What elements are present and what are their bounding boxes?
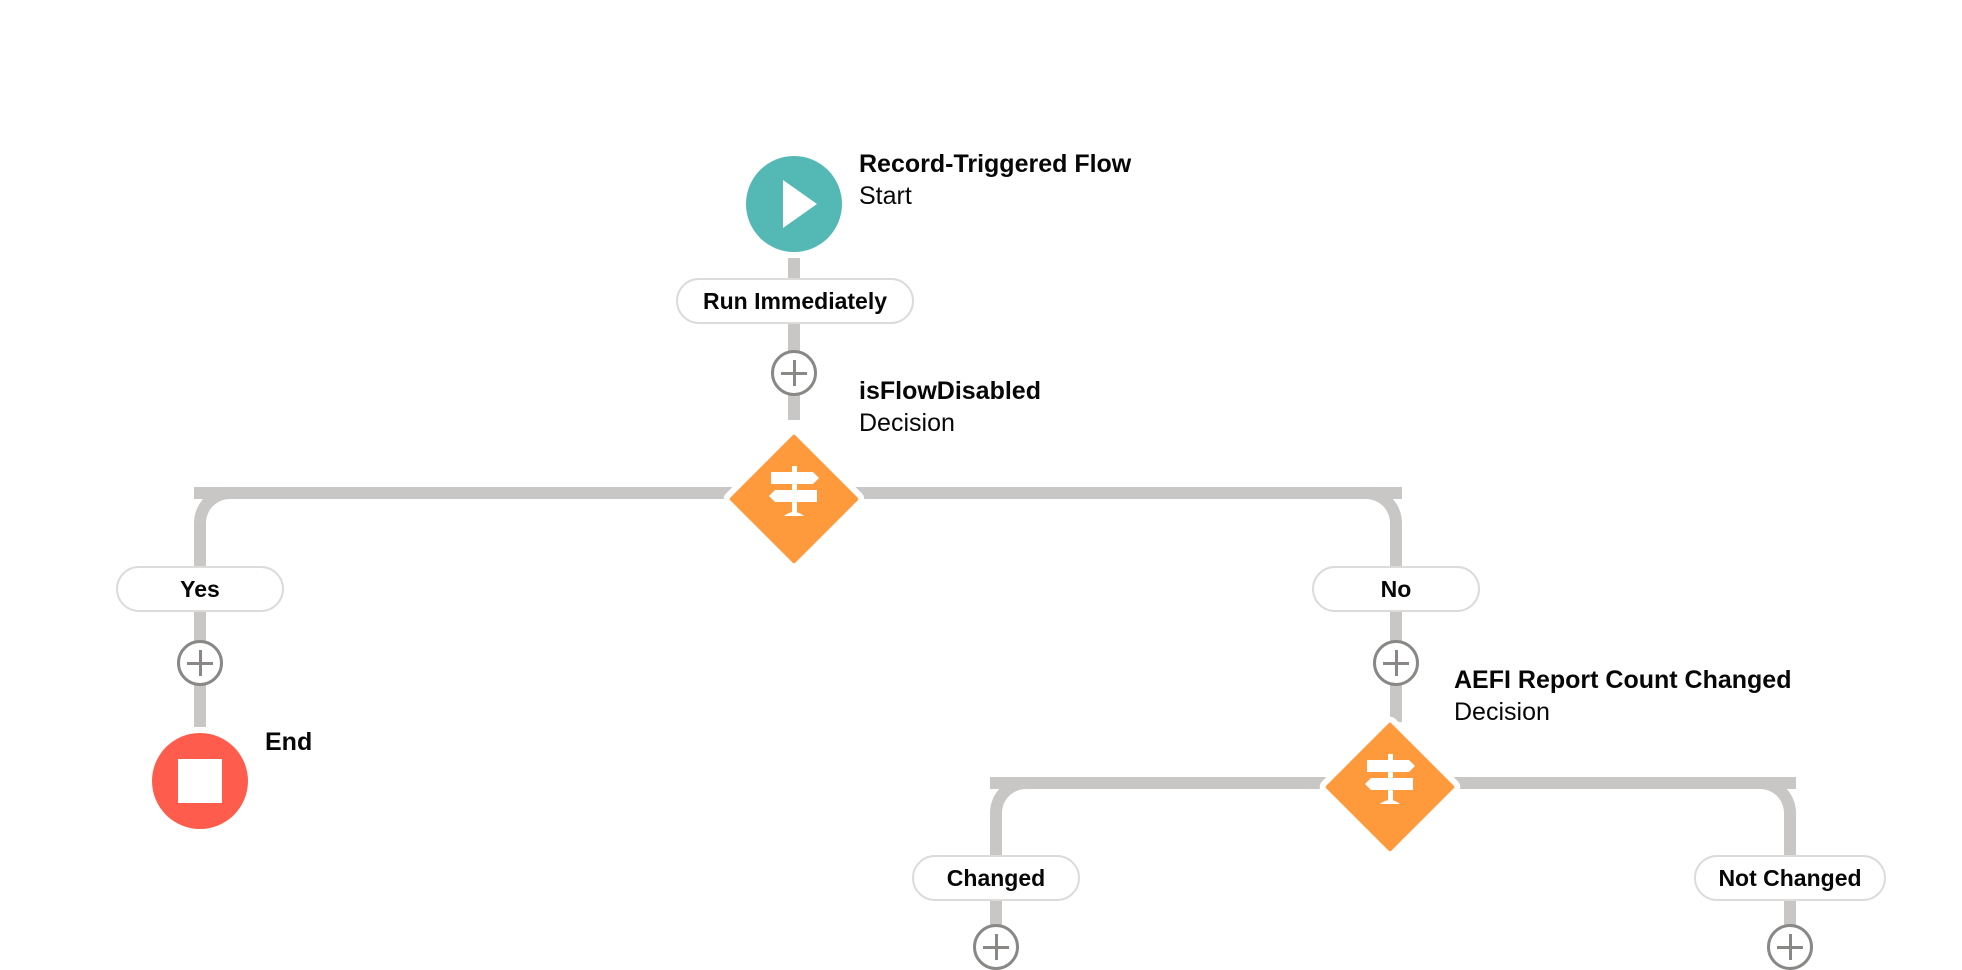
decision2-label: AEFI Report Count Changed Decision bbox=[1454, 664, 1791, 728]
decision2-title: AEFI Report Count Changed bbox=[1454, 666, 1792, 694]
decision1-label: isFlowDisabled Decision bbox=[859, 375, 1041, 439]
run-immediately-path[interactable]: Run Immediately bbox=[676, 278, 914, 324]
add-element-button[interactable] bbox=[973, 924, 1019, 970]
decision1-title: isFlowDisabled bbox=[859, 377, 1041, 405]
end-node[interactable] bbox=[152, 733, 248, 829]
start-title: Record-Triggered Flow bbox=[859, 150, 1132, 178]
end-node-label: End bbox=[265, 726, 312, 758]
flow-canvas: Record-Triggered Flow Start Run Immediat… bbox=[116, 148, 1886, 970]
stop-icon bbox=[178, 759, 222, 803]
signpost-icon bbox=[1365, 754, 1415, 804]
connector-yes-down bbox=[194, 522, 206, 727]
outcome-not-changed[interactable]: Not Changed bbox=[1694, 855, 1886, 901]
add-element-button[interactable] bbox=[177, 640, 223, 686]
connector-no-down bbox=[1390, 522, 1402, 722]
outcome-yes[interactable]: Yes bbox=[116, 566, 284, 612]
play-icon bbox=[783, 180, 817, 228]
outcome-no[interactable]: No bbox=[1312, 566, 1480, 612]
start-node[interactable] bbox=[746, 156, 842, 252]
signpost-icon bbox=[769, 466, 819, 516]
add-element-button[interactable] bbox=[771, 350, 817, 396]
end-title: End bbox=[265, 728, 313, 756]
start-node-label: Record-Triggered Flow Start bbox=[859, 148, 1131, 212]
outcome-changed[interactable]: Changed bbox=[912, 855, 1080, 901]
add-element-button[interactable] bbox=[1373, 640, 1419, 686]
decision2-type: Decision bbox=[1454, 698, 1550, 726]
decision1-type: Decision bbox=[859, 409, 955, 437]
add-element-button[interactable] bbox=[1767, 924, 1813, 970]
start-type: Start bbox=[859, 182, 912, 210]
